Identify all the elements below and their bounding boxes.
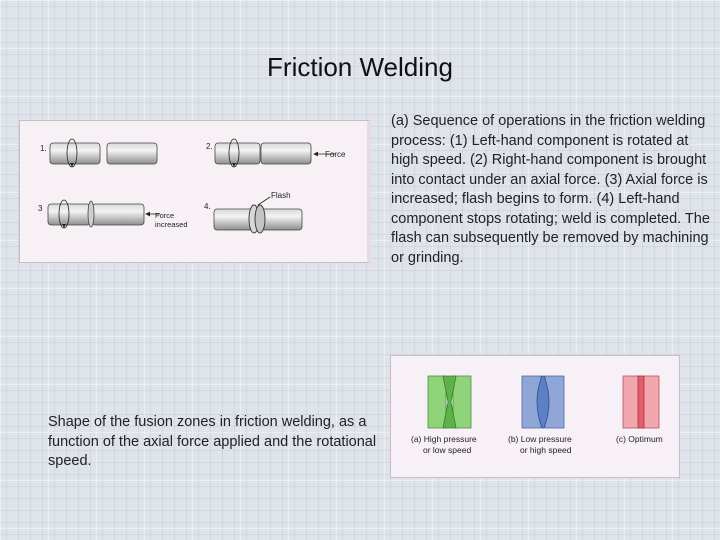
step-4-left-rod bbox=[213, 208, 255, 231]
force-increased-label-line1: Force bbox=[155, 211, 174, 220]
flash-pointer-line bbox=[257, 196, 271, 206]
panel-c-fusion-zone bbox=[637, 375, 645, 429]
fusion-zone-panel-a: (a) High pressure or low speed bbox=[411, 375, 477, 455]
panel-a-fusion-zone bbox=[442, 375, 457, 429]
panel-c-label-line1: (c) Optimum bbox=[616, 434, 663, 444]
panel-b-label-line2: or high speed bbox=[520, 445, 572, 455]
fusion-zone-diagram: (a) High pressure or low speed (b) Low p… bbox=[411, 375, 663, 455]
flash-label: Flash bbox=[271, 191, 291, 200]
step-1-left-rod bbox=[49, 142, 101, 165]
fusion-zone-figure: (a) High pressure or low speed (b) Low p… bbox=[390, 355, 680, 478]
panel-c-right-block bbox=[642, 375, 660, 429]
fusion-zone-caption: Shape of the fusion zones in friction we… bbox=[48, 414, 377, 469]
fusion-zone-panel-b: (b) Low pressure or high speed bbox=[508, 375, 572, 455]
step-3-label: 3 bbox=[38, 204, 43, 213]
slide-title: Friction Welding bbox=[267, 52, 453, 82]
step-1-label: 1. bbox=[40, 144, 47, 153]
panel-a-left-block bbox=[427, 375, 447, 429]
friction-welding-sequence-figure: 1. 2. Force 3 Force increased 4. Flash bbox=[19, 120, 371, 263]
panel-a-label-line1: (a) High pressure bbox=[411, 434, 477, 444]
step-3-right-rod bbox=[91, 203, 145, 226]
fusion-zone-panel-c: (c) Optimum bbox=[616, 375, 663, 444]
step-2-label: 2. bbox=[206, 142, 213, 151]
force-label: Force bbox=[325, 150, 346, 159]
panel-c-left-block bbox=[622, 375, 640, 429]
panel-a-right-block bbox=[452, 375, 472, 429]
step-1-right-rod bbox=[106, 142, 158, 165]
sequence-caption: (a) Sequence of operations in the fricti… bbox=[391, 113, 710, 266]
step-4-label: 4. bbox=[204, 202, 211, 211]
step-2-left-rod bbox=[214, 142, 261, 165]
force-increased-label-line2: increased bbox=[155, 220, 188, 229]
panel-a-label-line2: or low speed bbox=[423, 445, 471, 455]
step-4-right-rod bbox=[259, 208, 303, 231]
panel-b-fusion-zone bbox=[536, 375, 550, 429]
panel-b-label-line1: (b) Low pressure bbox=[508, 434, 572, 444]
step-3-flash-bead bbox=[87, 200, 95, 228]
sequence-diagram: 1. 2. Force 3 Force increased 4. Flash bbox=[38, 138, 346, 234]
step-2-right-rod bbox=[260, 142, 312, 165]
